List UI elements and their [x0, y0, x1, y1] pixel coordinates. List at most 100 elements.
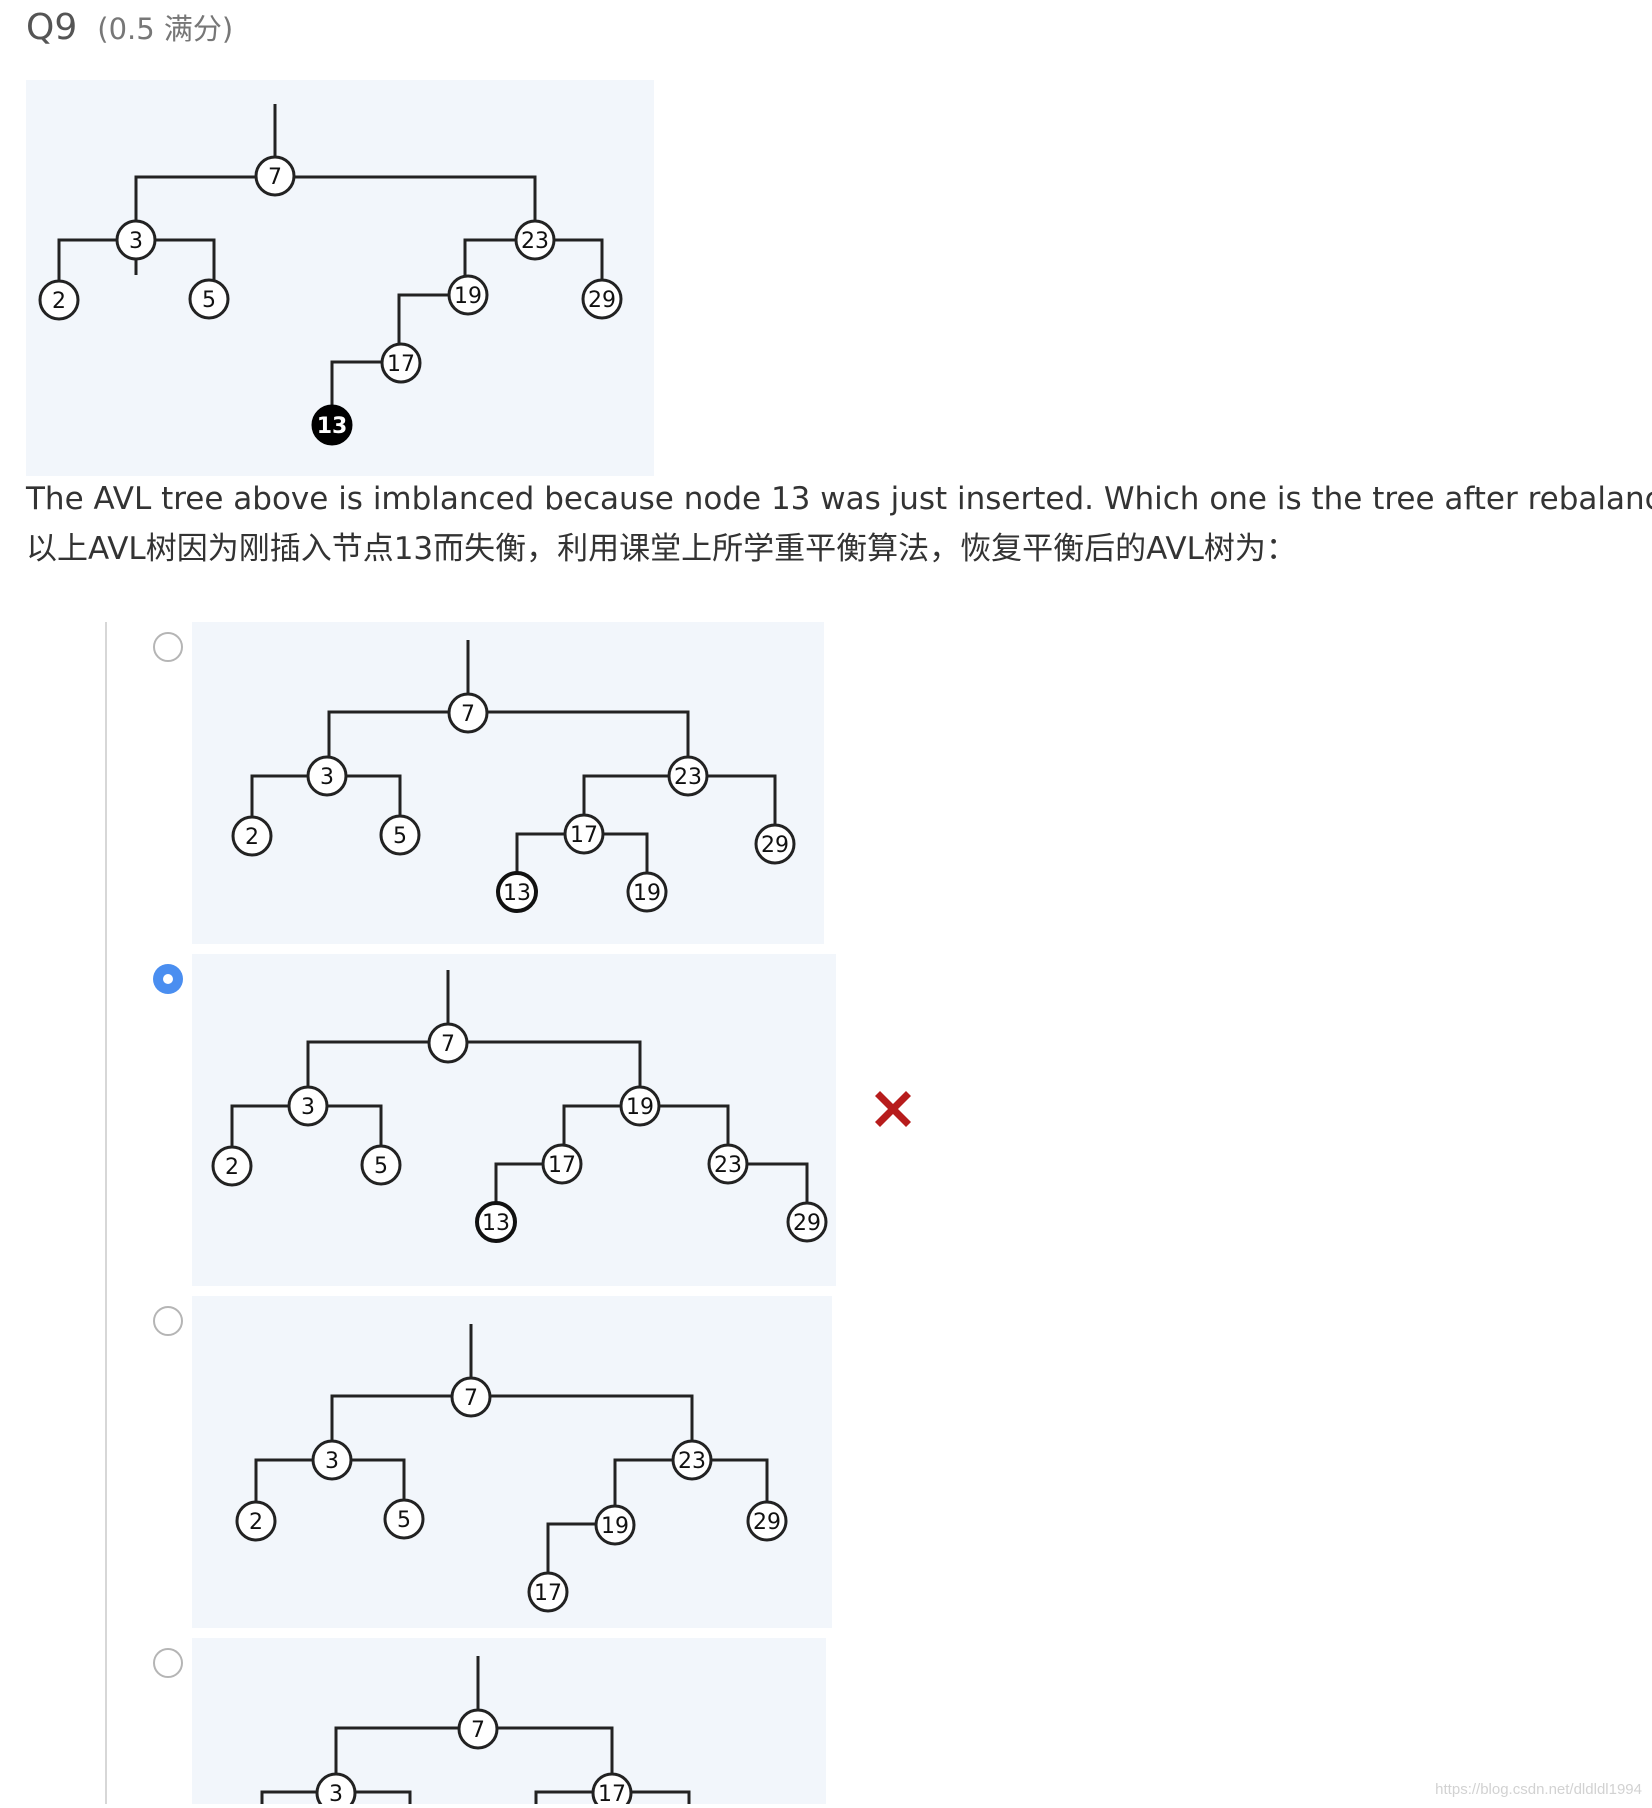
question-text-en: The AVL tree above is imblanced because …	[26, 481, 1652, 517]
tree-node: 19	[594, 1504, 636, 1546]
svg-text:29: 29	[588, 288, 616, 313]
tree-node: 5	[188, 278, 230, 320]
svg-text:29: 29	[761, 833, 789, 858]
question-tree-image: 7 3 2 5 23 19 29 17 13	[26, 80, 654, 476]
svg-text:19: 19	[454, 284, 482, 309]
tree-node: 7	[427, 1022, 469, 1064]
svg-text:19: 19	[601, 1514, 629, 1539]
tree-node: 3	[287, 1085, 329, 1127]
watermark: https://blog.csdn.net/dldldl1994	[1435, 1781, 1642, 1798]
tree-node: 5	[360, 1144, 402, 1186]
question-header: Q9 (0.5 满分)	[26, 6, 233, 48]
svg-text:2: 2	[52, 289, 66, 314]
tree-node: 19	[626, 871, 668, 913]
option-b-tree-diagram: 7 3 2 5 19 17 23 13 29	[211, 970, 828, 1243]
svg-text:29: 29	[753, 1510, 781, 1535]
tree-node: 19	[447, 274, 489, 316]
svg-text:5: 5	[374, 1154, 388, 1179]
tree-node: 19	[619, 1085, 661, 1127]
svg-text:17: 17	[598, 1782, 626, 1804]
cross-icon	[875, 1091, 911, 1127]
svg-text:7: 7	[471, 1718, 485, 1743]
option-b-tree-image[interactable]: 7 3 2 5 19 17 23 13 29	[192, 954, 836, 1286]
option-a-tree-diagram: 7 3 2 5 23 17 29 13 19	[231, 640, 796, 913]
svg-text:17: 17	[570, 823, 598, 848]
svg-text:13: 13	[482, 1211, 510, 1236]
tree-node: 2	[211, 1145, 253, 1187]
option-a-tree-image[interactable]: 7 3 2 5 23 17 29 13 19	[192, 622, 824, 944]
tree-node: 3	[311, 1439, 353, 1481]
tree-node: 17	[380, 342, 422, 384]
svg-text:23: 23	[678, 1449, 706, 1474]
tree-node: 23	[671, 1439, 713, 1481]
svg-text:5: 5	[393, 824, 407, 849]
svg-text:19: 19	[633, 881, 661, 906]
svg-text:3: 3	[129, 229, 143, 254]
option-c-tree-image[interactable]: 7 3 2 5 23 19 29 17	[192, 1296, 832, 1628]
tree-node: 13	[475, 1201, 517, 1243]
tree-node: 2	[38, 279, 80, 321]
svg-text:3: 3	[320, 765, 334, 790]
tree-node: 2	[231, 815, 273, 857]
svg-text:3: 3	[301, 1095, 315, 1120]
question-text: The AVL tree above is imblanced because …	[26, 474, 1652, 574]
tree-node: 17	[541, 1143, 583, 1185]
tree-node: 23	[514, 219, 556, 261]
svg-text:23: 23	[521, 229, 549, 254]
tree-node: 5	[383, 1498, 425, 1540]
tree-node: 7	[254, 155, 296, 197]
tree-node: 7	[457, 1708, 499, 1750]
question-tree-diagram: 7 3 2 5 23 19 29 17 13	[38, 104, 623, 446]
option-d-tree-image[interactable]: 7 3 17	[192, 1638, 826, 1808]
tree-node: 3	[115, 219, 157, 261]
tree-node: 29	[786, 1201, 828, 1243]
tree-node: 29	[581, 278, 623, 320]
svg-text:29: 29	[793, 1211, 821, 1236]
svg-text:7: 7	[461, 702, 475, 727]
tree-node: 17	[563, 813, 605, 855]
tree-node: 7	[450, 1376, 492, 1418]
tree-node: 3	[306, 755, 348, 797]
svg-text:17: 17	[387, 352, 415, 377]
svg-text:23: 23	[714, 1153, 742, 1178]
svg-text:13: 13	[317, 414, 348, 439]
tree-node: 23	[707, 1143, 749, 1185]
svg-text:7: 7	[464, 1386, 478, 1411]
tree-node: 3	[315, 1772, 357, 1808]
tree-node: 29	[746, 1500, 788, 1542]
tree-node: 17	[527, 1571, 569, 1613]
svg-text:3: 3	[329, 1782, 343, 1804]
question-text-zh: 以上AVL树因为刚插入节点13而失衡，利用课堂上所学重平衡算法，恢复平衡后的AV…	[26, 531, 1297, 567]
tree-node: 13	[496, 871, 538, 913]
svg-text:7: 7	[268, 165, 282, 190]
svg-text:2: 2	[225, 1155, 239, 1180]
svg-text:3: 3	[325, 1449, 339, 1474]
options-divider	[105, 622, 107, 1804]
svg-text:13: 13	[503, 881, 531, 906]
option-a-radio[interactable]	[153, 632, 183, 662]
tree-node: 23	[667, 755, 709, 797]
option-c-tree-diagram: 7 3 2 5 23 19 29 17	[235, 1324, 788, 1613]
tree-node: 29	[754, 823, 796, 865]
option-c-radio[interactable]	[153, 1306, 183, 1336]
question-tree-nodes: 7 3 2 5 23 19 29 17 13	[38, 155, 623, 446]
svg-text:17: 17	[548, 1153, 576, 1178]
svg-text:23: 23	[674, 765, 702, 790]
tree-node: 5	[379, 814, 421, 856]
tree-node-highlighted: 13	[311, 404, 353, 446]
svg-text:19: 19	[626, 1095, 654, 1120]
question-number: Q9	[26, 7, 78, 48]
tree-node: 17	[591, 1772, 633, 1808]
option-d-tree-diagram: 7 3 17	[260, 1656, 691, 1808]
option-d-radio[interactable]	[153, 1648, 183, 1678]
svg-text:5: 5	[202, 288, 216, 313]
option-b-radio-selected-icon[interactable]	[153, 964, 183, 994]
tree-node: 2	[235, 1500, 277, 1542]
question-score: (0.5 满分)	[97, 12, 234, 46]
svg-text:2: 2	[245, 825, 259, 850]
svg-text:7: 7	[441, 1032, 455, 1057]
svg-text:5: 5	[397, 1508, 411, 1533]
svg-text:17: 17	[534, 1581, 562, 1606]
tree-node: 7	[447, 692, 489, 734]
svg-text:2: 2	[249, 1510, 263, 1535]
